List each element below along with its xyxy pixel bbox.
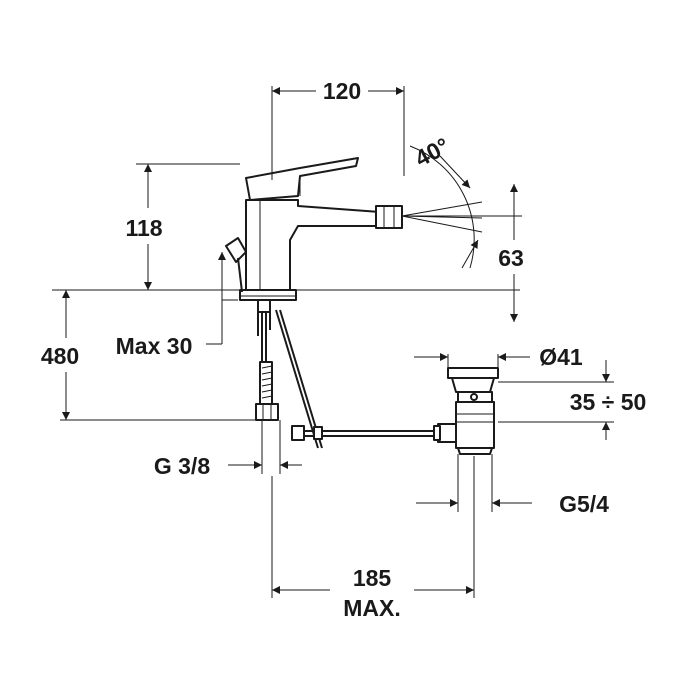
- popup-rod: [275, 309, 319, 449]
- label-distance-185: 185: [353, 565, 392, 591]
- label-angle-40: 40°: [411, 132, 454, 171]
- under-deck-assembly: [255, 299, 442, 449]
- label-max: MAX.: [343, 595, 401, 621]
- label-width-120: 120: [323, 78, 361, 104]
- waste-plug: [447, 367, 499, 379]
- label-max-30: Max 30: [116, 333, 193, 359]
- waste-drain: [433, 367, 499, 455]
- label-height-118: 118: [125, 215, 162, 241]
- label-g38: G 3/8: [154, 453, 210, 479]
- label-plug-range: 35 ÷ 50: [570, 389, 647, 415]
- label-height-63: 63: [498, 245, 524, 271]
- lever-handle: [245, 157, 359, 201]
- popup-knob: [225, 237, 247, 293]
- faucet-base: [239, 289, 297, 301]
- waste-body: [455, 401, 495, 449]
- label-g54: G5/4: [559, 491, 609, 517]
- dimension-labels: 120 40° 118 63 Max 30 480 Ø41 35 ÷ 50 G …: [41, 78, 646, 621]
- label-height-480: 480: [41, 343, 79, 369]
- dimension-lines: [52, 86, 614, 598]
- hose-nut: [255, 403, 279, 421]
- faucet-body: [239, 157, 403, 301]
- faucet-column: [245, 199, 381, 291]
- label-diameter-41: Ø41: [539, 344, 583, 370]
- jet-nozzle: [375, 205, 403, 229]
